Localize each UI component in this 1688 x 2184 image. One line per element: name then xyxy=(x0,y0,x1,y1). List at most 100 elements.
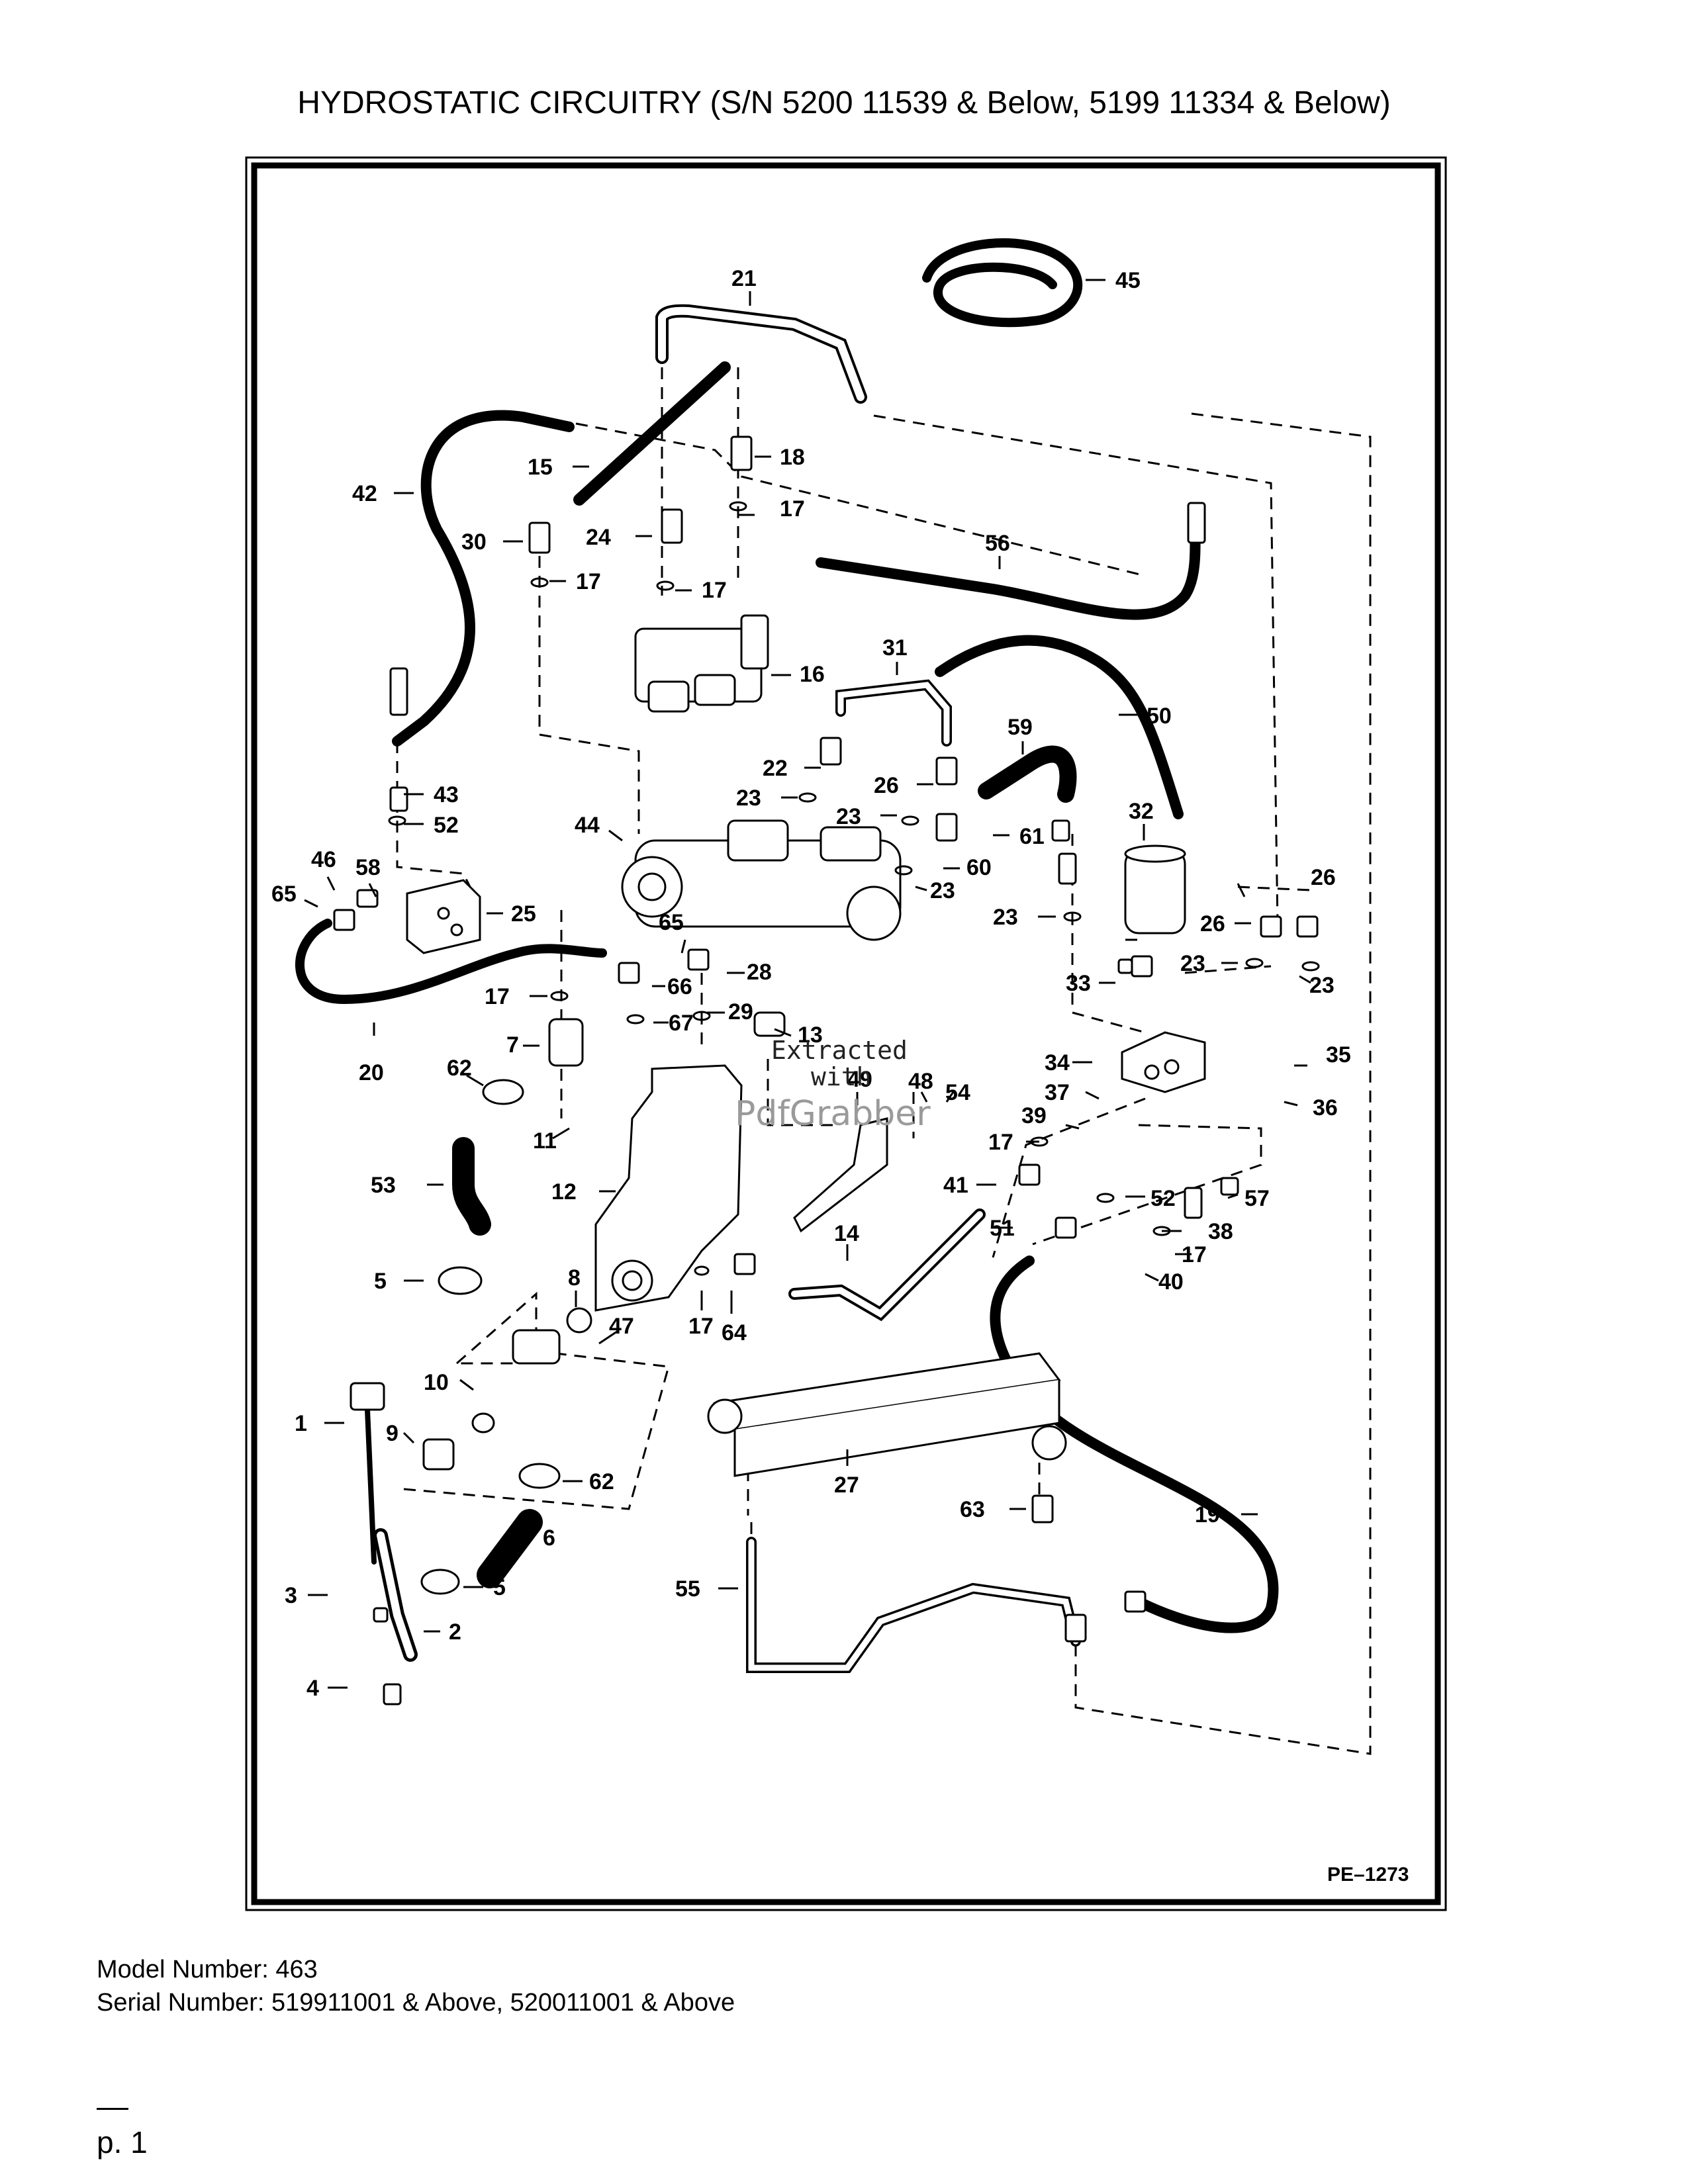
page-title: HYDROSTATIC CIRCUITRY (S/N 5200 11539 & … xyxy=(297,85,1391,120)
o-rings xyxy=(388,501,1320,1276)
callout-29: 29 xyxy=(728,999,753,1024)
callout-10: 10 xyxy=(424,1370,449,1395)
callout-32: 32 xyxy=(1129,799,1154,824)
callout-60: 60 xyxy=(966,855,992,880)
callout-58: 58 xyxy=(355,855,381,880)
footer-model-number: Model Number: 463 xyxy=(97,1956,318,1983)
callout-38: 38 xyxy=(1208,1219,1233,1244)
watermark: Extracted with PdfGrabber xyxy=(735,1036,931,1134)
callout-36: 36 xyxy=(1313,1095,1338,1120)
callout-41: 41 xyxy=(943,1173,968,1198)
callout-23: 23 xyxy=(736,786,761,811)
callout-17: 17 xyxy=(688,1314,714,1339)
callout-9: 9 xyxy=(386,1421,399,1446)
callout-33: 33 xyxy=(1066,971,1091,996)
footer-serial-number: Serial Number: 519911001 & Above, 520011… xyxy=(97,1989,735,2017)
callout-48: 48 xyxy=(908,1069,933,1094)
callout-26: 26 xyxy=(1311,865,1336,890)
watermark-line-3: PdfGrabber xyxy=(735,1094,931,1134)
callout-19: 19 xyxy=(1195,1502,1220,1527)
callout-24: 24 xyxy=(586,525,611,550)
callout-17: 17 xyxy=(988,1130,1013,1155)
callout-7: 7 xyxy=(506,1032,519,1058)
callout-61: 61 xyxy=(1019,824,1045,849)
callout-26: 26 xyxy=(874,773,899,798)
callout-46: 46 xyxy=(311,847,336,872)
callout-6: 6 xyxy=(543,1525,555,1551)
callout-43: 43 xyxy=(434,782,459,807)
callout-49: 49 xyxy=(847,1067,872,1092)
callout-11: 11 xyxy=(533,1128,557,1154)
callout-28: 28 xyxy=(747,960,772,985)
callout-23: 23 xyxy=(1180,951,1205,976)
callout-2: 2 xyxy=(449,1619,461,1645)
callout-62: 62 xyxy=(589,1469,614,1494)
callout-labels: 21 45 18 15 42 17 30 24 56 17 17 16 31 5… xyxy=(271,266,1351,1701)
page-number: p. 1 xyxy=(97,2125,148,2160)
callout-57: 57 xyxy=(1244,1186,1270,1211)
callout-51: 51 xyxy=(990,1216,1015,1241)
callout-66: 66 xyxy=(667,974,692,999)
callout-56: 56 xyxy=(985,531,1010,556)
callout-44: 44 xyxy=(575,813,600,838)
callout-17: 17 xyxy=(485,984,510,1009)
callout-8: 8 xyxy=(568,1265,581,1291)
callout-5: 5 xyxy=(493,1575,506,1600)
hoses-and-tubes xyxy=(295,238,1279,1673)
callout-13: 13 xyxy=(798,1023,823,1048)
callout-5: 5 xyxy=(374,1269,387,1294)
diagram-frame-inner xyxy=(251,162,1441,1905)
callout-23: 23 xyxy=(930,878,955,903)
callout-42: 42 xyxy=(352,481,377,506)
callout-40: 40 xyxy=(1158,1269,1184,1295)
callout-17: 17 xyxy=(780,496,805,522)
figure-id: PE–1273 xyxy=(1327,1864,1409,1886)
callout-14: 14 xyxy=(834,1221,859,1246)
callout-45: 45 xyxy=(1115,268,1141,293)
callout-1: 1 xyxy=(295,1411,307,1436)
callout-16: 16 xyxy=(800,662,825,687)
callout-63: 63 xyxy=(960,1497,985,1522)
callout-12: 12 xyxy=(551,1179,577,1205)
callout-25: 25 xyxy=(511,901,536,927)
callout-17: 17 xyxy=(576,569,601,594)
callout-67: 67 xyxy=(669,1011,694,1036)
diagram-frame-outer xyxy=(245,156,1447,1911)
components xyxy=(333,435,1319,1706)
callout-50: 50 xyxy=(1147,704,1172,729)
callout-31: 31 xyxy=(882,635,908,660)
callout-23: 23 xyxy=(1309,973,1335,998)
callout-53: 53 xyxy=(371,1173,396,1198)
callout-47: 47 xyxy=(609,1314,634,1339)
callout-18: 18 xyxy=(780,445,805,470)
callout-22: 22 xyxy=(763,756,788,781)
callout-65: 65 xyxy=(659,910,684,935)
callout-37: 37 xyxy=(1045,1080,1070,1105)
page-number-rule xyxy=(97,2108,128,2110)
callout-15: 15 xyxy=(528,455,553,480)
watermark-line-2: with xyxy=(811,1062,872,1091)
callout-52: 52 xyxy=(1150,1186,1176,1211)
callout-27: 27 xyxy=(834,1473,859,1498)
callout-17: 17 xyxy=(702,578,727,603)
callout-59: 59 xyxy=(1008,715,1033,740)
callout-3: 3 xyxy=(285,1583,297,1608)
callout-20: 20 xyxy=(359,1060,384,1085)
leader-lines xyxy=(304,279,1311,1689)
callout-52: 52 xyxy=(434,813,459,838)
callout-17: 17 xyxy=(1182,1242,1207,1267)
callout-64: 64 xyxy=(722,1320,747,1345)
callout-35: 35 xyxy=(1326,1042,1351,1068)
callout-26: 26 xyxy=(1200,911,1225,936)
callout-21: 21 xyxy=(731,266,757,291)
callout-65: 65 xyxy=(271,882,297,907)
callout-23: 23 xyxy=(836,804,861,829)
callout-62: 62 xyxy=(447,1056,472,1081)
callout-34: 34 xyxy=(1045,1050,1070,1075)
callout-4: 4 xyxy=(306,1676,319,1701)
watermark-line-1: Extracted xyxy=(771,1036,908,1065)
callout-39: 39 xyxy=(1021,1103,1047,1128)
callout-54: 54 xyxy=(945,1080,970,1105)
callout-23: 23 xyxy=(993,905,1018,930)
